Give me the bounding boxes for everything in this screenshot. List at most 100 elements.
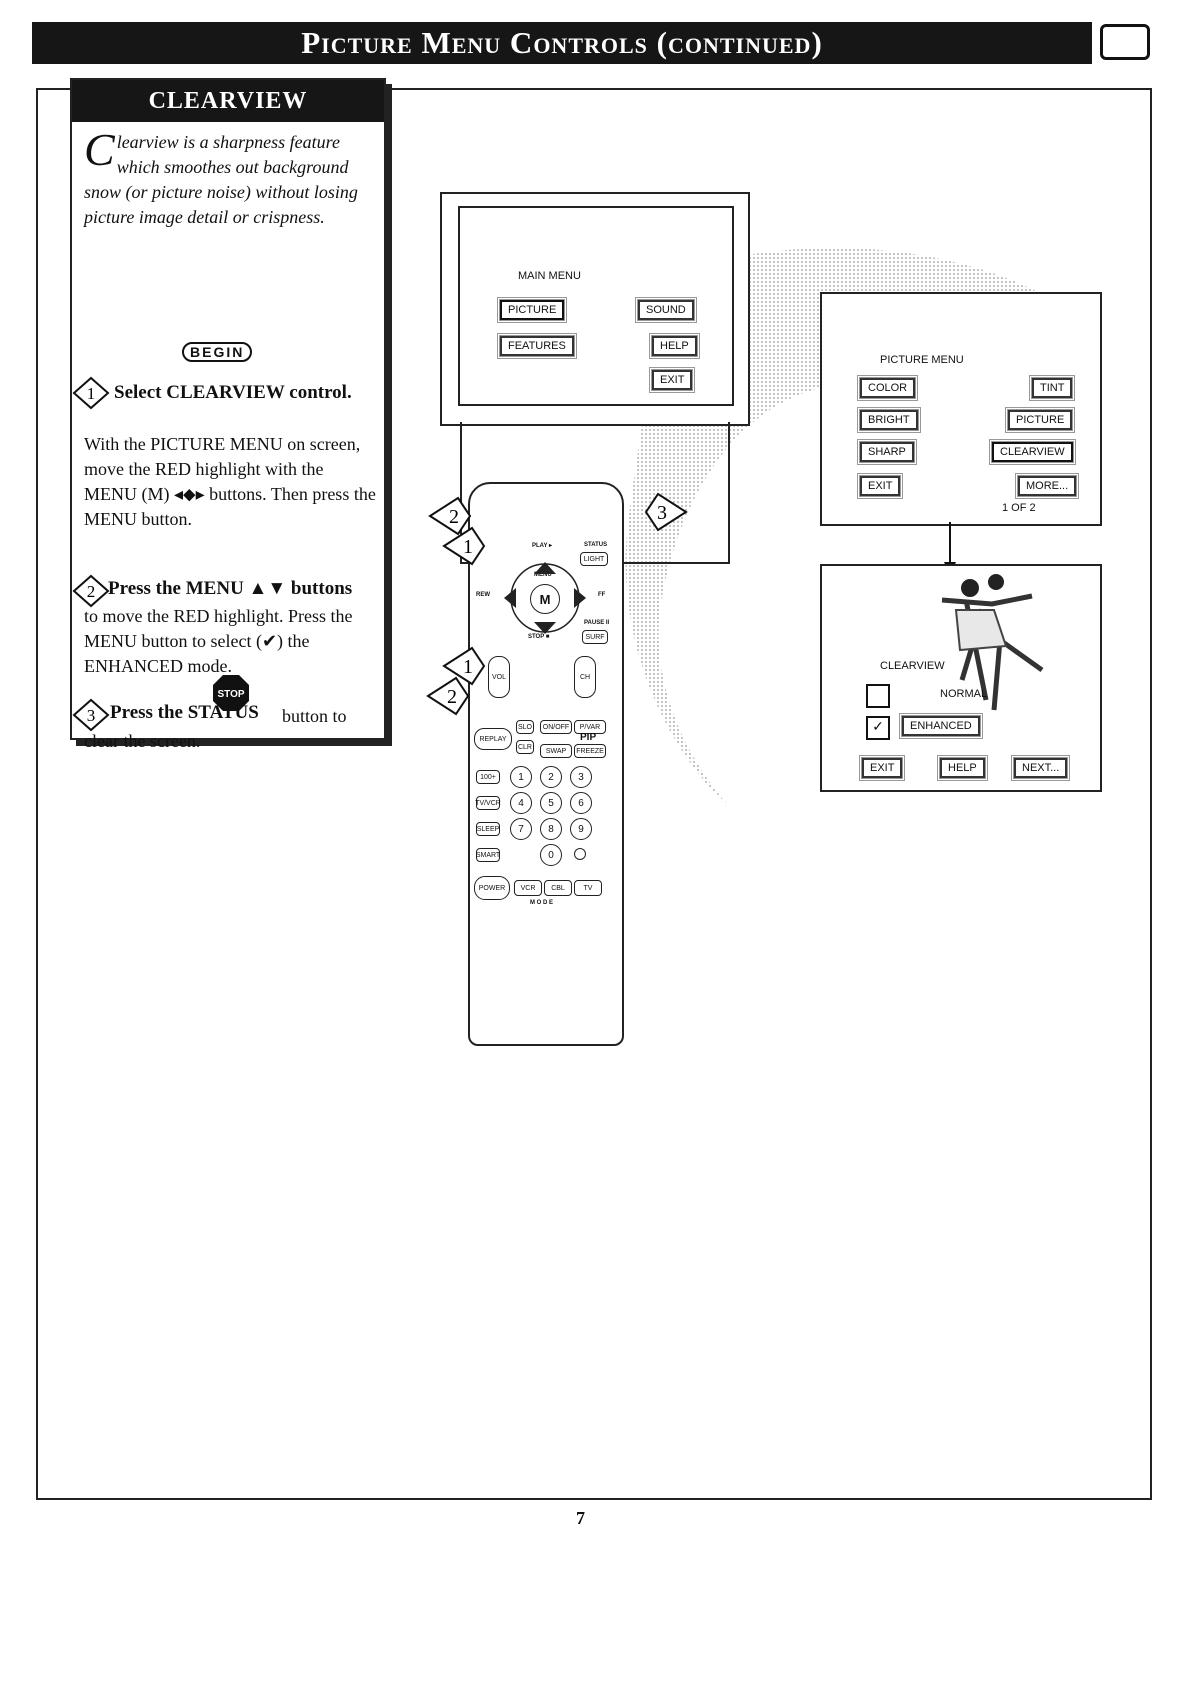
- pvar-button[interactable]: P/VAR: [574, 720, 606, 734]
- stop-sign-icon: STOP: [213, 675, 249, 711]
- digit-3-button[interactable]: 3: [570, 766, 592, 788]
- pvar-label: P/VAR: [579, 723, 601, 731]
- ff-label: FF: [598, 592, 606, 598]
- main-menu-title: MAIN MENU: [518, 270, 581, 282]
- tv-picture-button[interactable]: PICTURE: [496, 297, 568, 323]
- menu-dpad-icon[interactable]: [500, 558, 590, 638]
- vcr-mode-button[interactable]: VCR: [514, 880, 542, 896]
- tint-button[interactable]: TINT: [1028, 375, 1076, 401]
- digit-0-button[interactable]: 0: [540, 844, 562, 866]
- color-button[interactable]: COLOR: [856, 375, 919, 401]
- clearview-exit-button[interactable]: EXIT: [858, 755, 906, 781]
- enhanced-label: ENHANCED: [899, 713, 983, 739]
- digit-1-button[interactable]: 1: [510, 766, 532, 788]
- smart-button[interactable]: SMART: [476, 848, 500, 862]
- hint-1-upper-badge-icon: 1: [442, 526, 486, 566]
- sidebar-heading: CLEARVIEW: [72, 80, 384, 122]
- svg-text:3: 3: [87, 706, 96, 725]
- step-2-body: to move the RED highlight. Press the MEN…: [84, 606, 353, 676]
- tv-set: MAIN MENU PICTURE SOUND FEATURES HELP EX…: [440, 192, 750, 426]
- freeze-label: FREEZE: [576, 747, 604, 755]
- tv-icon: [1100, 24, 1150, 60]
- status-label: STATUS: [584, 542, 608, 548]
- digit-9-button[interactable]: 9: [570, 818, 592, 840]
- cbl-label: CBL: [551, 884, 565, 892]
- surf-button[interactable]: SURF: [582, 630, 608, 644]
- hundred-label: 100+: [480, 773, 496, 781]
- svg-text:3: 3: [657, 502, 667, 524]
- svg-text:1: 1: [87, 384, 96, 403]
- svg-text:1: 1: [463, 656, 473, 678]
- normal-label: NORMAL: [940, 688, 988, 700]
- tv-sound-button[interactable]: SOUND: [635, 297, 697, 323]
- tvvcr-label: TV/VCR: [475, 799, 501, 807]
- clr-label: CLR: [517, 743, 532, 751]
- digit-8-button[interactable]: 8: [540, 818, 562, 840]
- hundred-plus-button[interactable]: 100+: [476, 770, 500, 784]
- step-1-badge-icon: 1: [72, 376, 110, 410]
- surf-label: SURF: [585, 633, 605, 641]
- sleep-button[interactable]: SLEEP: [476, 822, 500, 836]
- onoff-button[interactable]: ON/OFF: [540, 720, 572, 734]
- cbl-mode-button[interactable]: CBL: [544, 880, 572, 896]
- onoff-label: ON/OFF: [542, 723, 570, 731]
- picture-button[interactable]: PICTURE: [1004, 407, 1076, 433]
- swap-button[interactable]: SWAP: [540, 744, 572, 758]
- clearview-help-button[interactable]: HELP: [937, 755, 988, 781]
- exit-button[interactable]: EXIT: [856, 473, 904, 499]
- mode-label: M O D E: [530, 900, 554, 906]
- freeze-button[interactable]: FREEZE: [574, 744, 606, 758]
- tv-help-button[interactable]: HELP: [649, 333, 700, 359]
- sharp-button[interactable]: SHARP: [857, 439, 917, 465]
- sleep-label: SLEEP: [476, 825, 500, 833]
- step-1-body: With the PICTURE MENU on screen, move th…: [84, 434, 376, 529]
- intro-text: learview is a sharpness feature which sm…: [84, 132, 358, 227]
- step-3-body: button to clear the screen.: [84, 706, 347, 751]
- menu-m-button[interactable]: M: [530, 584, 560, 614]
- slo-button[interactable]: SLO: [516, 720, 534, 734]
- remote-control: PLAY ▸ STATUS LIGHT REW FF MENU M PAUSE …: [468, 482, 624, 1046]
- replay-button[interactable]: REPLAY: [474, 728, 512, 750]
- title-bar: Picture Menu Controls (continued): [32, 22, 1092, 64]
- tv-screen: MAIN MENU PICTURE SOUND FEATURES HELP EX…: [458, 206, 734, 406]
- small-round-button[interactable]: [574, 848, 586, 860]
- vol-button[interactable]: VOL: [488, 656, 510, 698]
- vol-label: VOL: [491, 673, 506, 681]
- pause-label: PAUSE II: [584, 620, 610, 626]
- ch-button[interactable]: CH: [574, 656, 596, 698]
- digit-2-button[interactable]: 2: [540, 766, 562, 788]
- tvvcr-button[interactable]: TV/VCR: [475, 796, 501, 810]
- clr-button[interactable]: CLR: [516, 740, 534, 754]
- tv-exit-button[interactable]: EXIT: [648, 367, 696, 393]
- digit-4-button[interactable]: 4: [510, 792, 532, 814]
- rew-label: REW: [476, 592, 490, 598]
- hint-3-badge-icon: 3: [644, 492, 688, 532]
- clearview-panel-title: CLEARVIEW: [880, 660, 945, 672]
- digit-6-button[interactable]: 6: [570, 792, 592, 814]
- svg-text:STOP: STOP: [217, 689, 244, 700]
- page-title: Picture Menu Controls (continued): [301, 25, 823, 60]
- step-2-heading: Press the MENU ▲▼ buttons: [108, 578, 353, 599]
- slo-label: SLO: [517, 723, 532, 731]
- digit-5-button[interactable]: 5: [540, 792, 562, 814]
- svg-text:1: 1: [463, 536, 473, 558]
- tv-label: TV: [583, 884, 593, 892]
- normal-checkbox[interactable]: [866, 684, 890, 708]
- digit-7-button[interactable]: 7: [510, 818, 532, 840]
- clearview-next-button[interactable]: NEXT...: [1010, 755, 1071, 781]
- hint-2-lower-badge-icon: 2: [426, 676, 470, 716]
- svg-text:2: 2: [449, 506, 459, 528]
- power-button[interactable]: POWER: [474, 876, 510, 900]
- tv-features-button[interactable]: FEATURES: [497, 333, 577, 359]
- bright-button[interactable]: BRIGHT: [857, 407, 921, 433]
- clearview-panel: CLEARVIEW NORMAL ✓ ENHANCED EXIT HELP NE…: [820, 564, 1102, 792]
- page-frame: [36, 88, 1152, 1500]
- power-label: POWER: [478, 884, 506, 892]
- status-light-button[interactable]: LIGHT: [580, 552, 608, 566]
- enhanced-checkbox[interactable]: ✓: [866, 716, 890, 740]
- more-button[interactable]: MORE...: [1014, 473, 1080, 499]
- clearview-button[interactable]: CLEARVIEW: [989, 439, 1076, 465]
- tv-mode-button[interactable]: TV: [574, 880, 602, 896]
